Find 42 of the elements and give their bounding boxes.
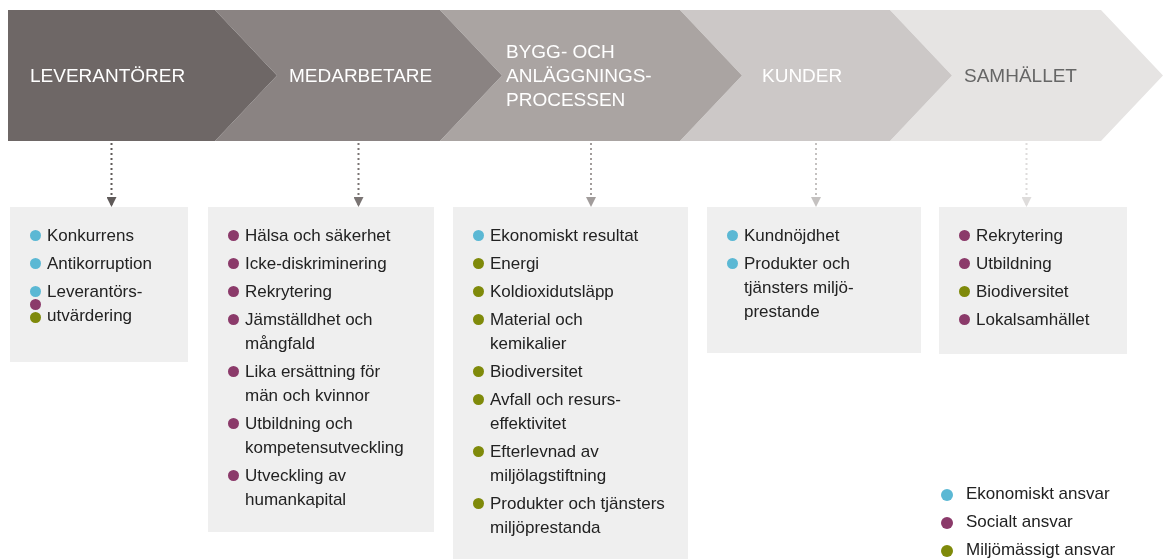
topic-text: Koldioxidutsläpp	[490, 281, 615, 303]
topic-text: Rekrytering	[976, 225, 1064, 247]
topic-text: Rekrytering	[245, 281, 333, 303]
stage-label: BYGG- OCH ANLÄGGNINGS- PROCESSEN	[506, 39, 653, 112]
stage-label: MEDARBETARE	[289, 63, 434, 88]
topic-text: Antikorruption	[47, 253, 153, 275]
dotted-arrow	[811, 142, 821, 207]
legend-text: Ekonomiskt ansvar	[966, 484, 1110, 504]
topic-text: Leverantörs- utvärdering	[47, 281, 144, 327]
topic-text: Jämställdhet och mångfald	[245, 309, 374, 355]
topic-text: Produkter och tjänsters miljöprestanda	[490, 493, 666, 539]
topic-text: Produkter och tjänsters miljö- prestande	[744, 253, 855, 323]
dotted-arrow	[1021, 142, 1032, 207]
stage-label: KUNDER	[762, 63, 844, 88]
topic-text: Energi	[490, 253, 541, 275]
stage-label: LEVERANTÖRER	[30, 63, 187, 88]
topic-text: Utbildning	[976, 253, 1053, 275]
topic-panel	[208, 207, 434, 532]
topic-panel	[939, 207, 1127, 354]
topic-text: Konkurrens	[47, 225, 135, 247]
topic-text: Efterlevnad av miljölagstiftning	[490, 441, 608, 487]
topic-text: Ekonomiskt resultat	[490, 225, 640, 247]
topic-text: Biodiversitet	[976, 281, 1070, 303]
dotted-arrow	[586, 142, 596, 207]
topic-panel	[10, 207, 188, 362]
topic-text: Biodiversitet	[490, 361, 584, 383]
topic-panel	[453, 207, 688, 559]
dotted-arrow	[353, 142, 364, 207]
topic-text: Material och kemikalier	[490, 309, 584, 355]
topic-panel	[707, 207, 921, 353]
legend-text: Socialt ansvar	[966, 512, 1073, 532]
topic-text: Lokalsamhället	[976, 309, 1091, 331]
dotted-arrow	[106, 142, 117, 207]
legend-text: Miljömässigt ansvar	[966, 540, 1116, 559]
topic-text: Utbildning och kompetensutveckling	[245, 413, 405, 459]
topic-text: Kundnöjdhet	[744, 225, 841, 247]
topic-text: Lika ersättning för män och kvinnor	[245, 361, 382, 407]
topic-text: Icke-diskriminering	[245, 253, 388, 275]
topic-text: Avfall och resurs- effektivitet	[490, 389, 622, 435]
topic-text: Hälsa och säkerhet	[245, 225, 392, 247]
topic-text: Utveckling av humankapital	[245, 465, 348, 511]
stage-label: SAMHÄLLET	[964, 63, 1078, 88]
